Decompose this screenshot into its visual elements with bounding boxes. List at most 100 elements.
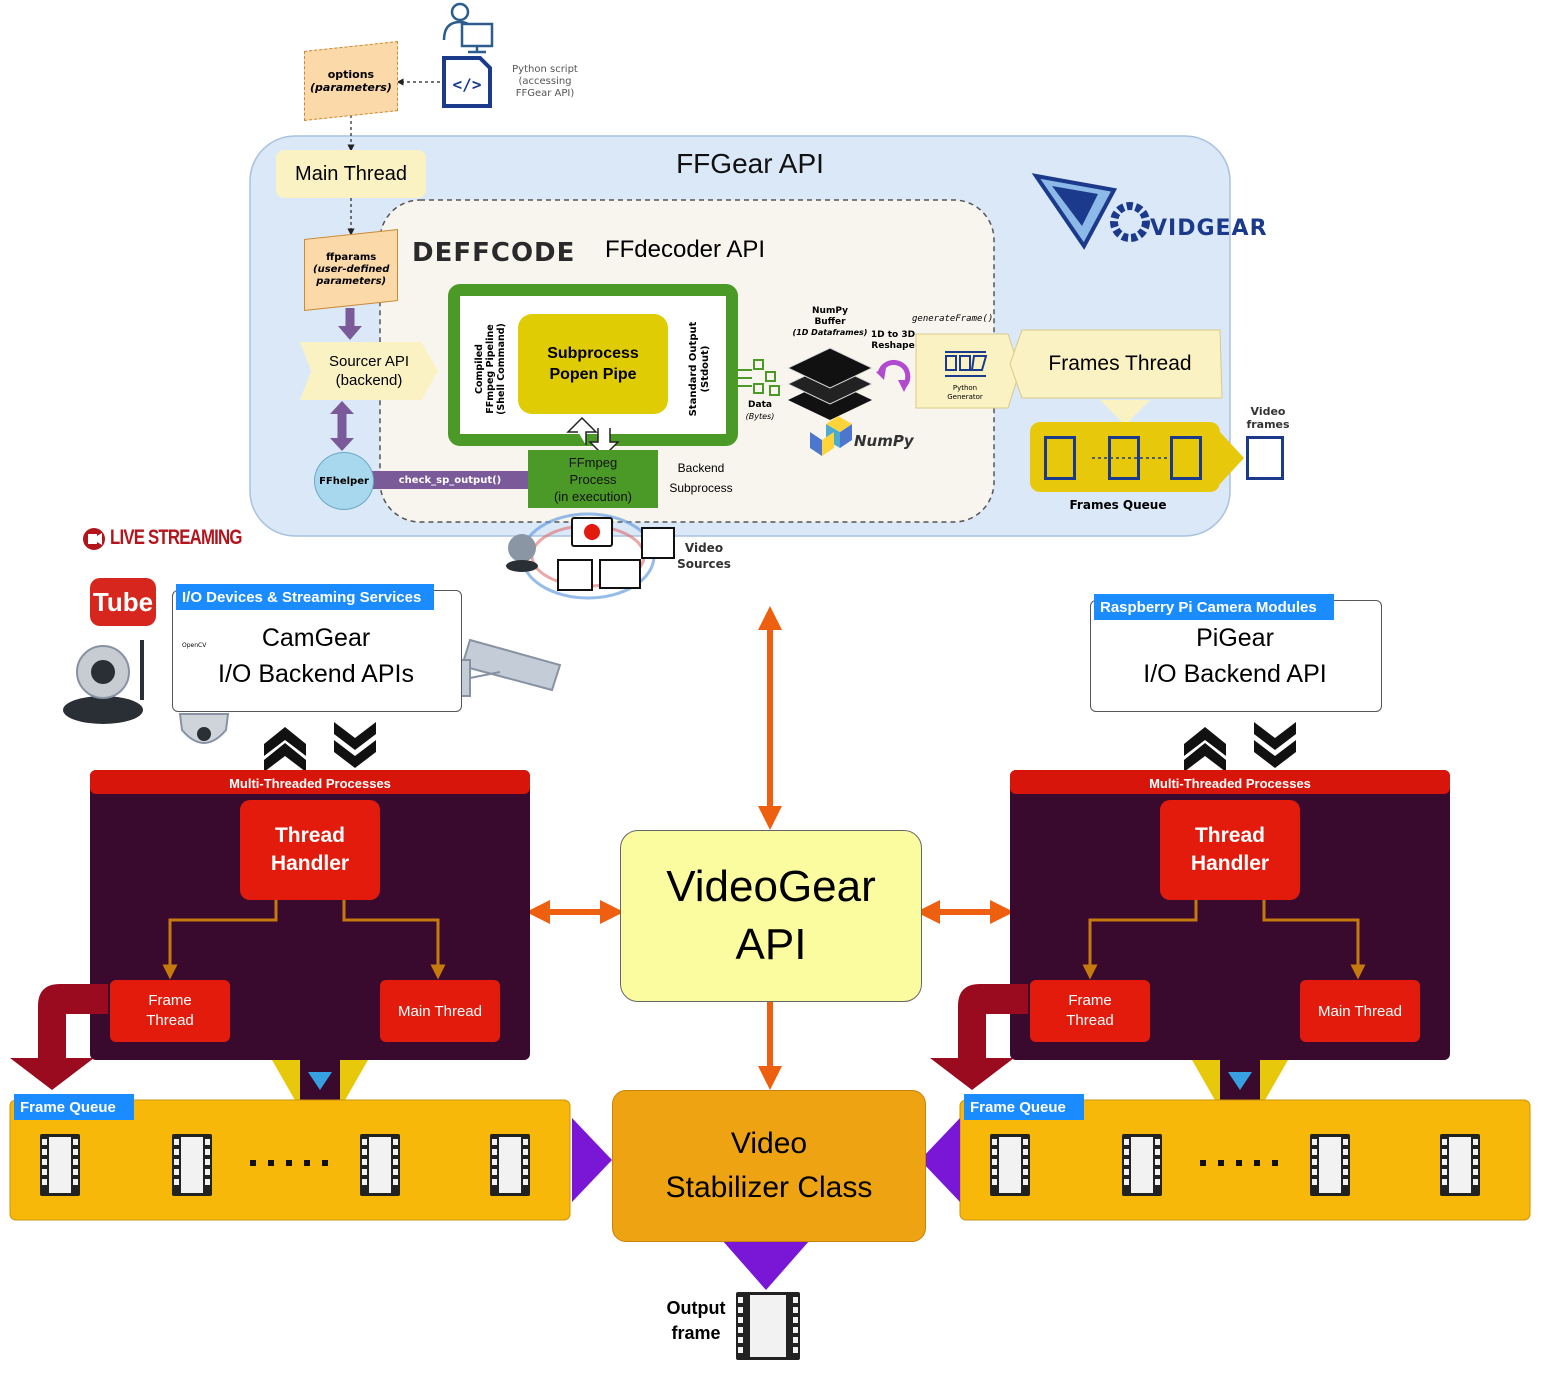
left-up-down-chevrons	[264, 722, 376, 772]
ffparams-sub: (user-defined parameters)	[312, 264, 390, 288]
film-sprocket-hole	[205, 1169, 210, 1175]
numpy-logo-text: NumPy	[854, 432, 914, 450]
film-sprocket-hole	[362, 1179, 367, 1185]
film-sprocket-hole	[205, 1139, 210, 1145]
ffgear-main-thread: Main Thread	[276, 150, 426, 198]
frames-queue-label: Frames Queue	[1069, 498, 1167, 512]
python-script-label: Python script (accessing FFGear API)	[512, 64, 578, 99]
live-streaming-label: LIVE STREAMING	[110, 526, 242, 549]
film-sprocket-hole	[1473, 1139, 1478, 1145]
film-sprocket-hole	[362, 1159, 367, 1165]
film-sprocket-hole	[1023, 1179, 1028, 1185]
queue-frame-icon-2	[1108, 436, 1140, 480]
queue-frame-icon-3	[1170, 436, 1202, 480]
right-queue-tag: Frame Queue	[964, 1094, 1084, 1120]
film-sprocket-hole	[1442, 1149, 1447, 1155]
numpy-buffer-sub: (1D Dataframes)	[792, 328, 868, 337]
left-queue-film-2	[172, 1134, 212, 1196]
right-queue-film-2	[1122, 1134, 1162, 1196]
film-sprocket-hole	[523, 1149, 528, 1155]
film-sprocket-hole	[992, 1179, 997, 1185]
film-sprocket-hole	[992, 1139, 997, 1145]
film-sprocket-hole	[393, 1139, 398, 1145]
left-main-thread: Main Thread	[380, 980, 500, 1042]
camgear-title: CamGear I/O Backend APIs	[218, 624, 414, 688]
film-sprocket-hole	[205, 1179, 210, 1185]
film-sprocket-hole	[1442, 1159, 1447, 1165]
ffmpeg-process-label: FFmpeg Process (in execution)	[553, 454, 633, 504]
film-sprocket-hole	[523, 1179, 528, 1185]
film-sprocket-hole	[205, 1149, 210, 1155]
film-sprocket-hole	[1473, 1169, 1478, 1175]
generate-frame-label: generateFrame()	[912, 314, 994, 324]
film-sprocket-hole	[1442, 1139, 1447, 1145]
reshape-label: 1D to 3D Reshape	[870, 330, 916, 351]
film-sprocket-hole	[73, 1159, 78, 1165]
numpy-logo-icon	[810, 416, 852, 456]
film-sprocket-hole	[1124, 1159, 1129, 1165]
ffdecoder-title: FFdecoder API	[604, 236, 766, 263]
video-frames-icon	[1246, 436, 1284, 480]
left-queue-film-1	[40, 1134, 80, 1196]
numpy-buffer-icon	[786, 347, 874, 420]
film-sprocket-hole	[393, 1159, 398, 1165]
user-computer-icon	[442, 2, 494, 54]
film-sprocket-hole	[42, 1159, 47, 1165]
film-sprocket-hole	[393, 1149, 398, 1155]
pigear-tag: Raspberry Pi Camera Modules	[1094, 594, 1334, 620]
sourcer-api-box: Sourcer API (backend)	[300, 342, 438, 400]
film-sprocket-hole	[393, 1179, 398, 1185]
left-queue-film-4	[490, 1134, 530, 1196]
film-sprocket-hole	[1312, 1169, 1317, 1175]
videogear-api-box: VideoGear API	[620, 830, 922, 1002]
backend-subprocess-label: Backend Subprocess	[669, 461, 733, 495]
film-sprocket-hole	[73, 1149, 78, 1155]
film-sprocket-hole	[362, 1149, 367, 1155]
film-sprocket-hole	[1343, 1179, 1348, 1185]
film-sprocket-hole	[1442, 1169, 1447, 1175]
dome-camera-icon	[178, 713, 230, 744]
film-sprocket-hole	[1023, 1139, 1028, 1145]
left-queue-to-stabilizer-arrow	[572, 1118, 612, 1202]
check-sp-output-bar	[372, 471, 528, 489]
film-sprocket-hole	[1343, 1159, 1348, 1165]
film-sprocket-hole	[1473, 1179, 1478, 1185]
right-main-thread: Main Thread	[1300, 980, 1420, 1042]
deffcode-logo: DEFFCODE	[412, 238, 576, 268]
film-sprocket-hole	[1442, 1179, 1447, 1185]
right-frame-thread: Frame Thread	[1030, 980, 1150, 1042]
youtube-logo: Tube	[90, 578, 156, 626]
film-sprocket-hole	[738, 1317, 743, 1323]
numpy-buffer-label: NumPy Buffer	[812, 306, 848, 327]
right-queue-film-4	[1440, 1134, 1480, 1196]
film-sprocket-hole	[174, 1179, 179, 1185]
film-sprocket-hole	[523, 1169, 528, 1175]
film-sprocket-hole	[793, 1297, 798, 1303]
pipe-up-arrow	[566, 416, 598, 445]
film-sprocket-hole	[1124, 1149, 1129, 1155]
stabilizer-to-output-arrow	[722, 1240, 810, 1290]
right-mtp-header: Multi-Threaded Processes	[1149, 775, 1311, 791]
film-sprocket-hole	[1343, 1139, 1348, 1145]
left-handler-to-main-arrow	[342, 900, 446, 980]
film-sprocket-hole	[42, 1139, 47, 1145]
film-sprocket-hole	[362, 1139, 367, 1145]
frames-thread-box	[1009, 329, 1223, 399]
video-frames-label: Video frames	[1246, 405, 1290, 431]
film-sprocket-hole	[205, 1159, 210, 1165]
film-sprocket-hole	[42, 1169, 47, 1175]
left-thread-handler: Thread Handler	[240, 800, 380, 900]
right-frame-to-queue-arrow	[930, 984, 1028, 1090]
film-sprocket-hole	[42, 1149, 47, 1155]
output-frame-icon	[736, 1292, 800, 1360]
right-handler-to-frame-arrow	[1082, 900, 1198, 980]
video-sources-label: Video Sources	[677, 541, 731, 571]
film-sprocket-hole	[738, 1297, 743, 1303]
film-sprocket-hole	[793, 1317, 798, 1323]
right-thread-handler: Thread Handler	[1160, 800, 1300, 900]
frames-thread-callout	[1100, 400, 1150, 425]
film-sprocket-hole	[1023, 1149, 1028, 1155]
film-sprocket-hole	[492, 1149, 497, 1155]
camgear-box	[172, 590, 462, 712]
live-streaming-icon	[83, 528, 105, 550]
